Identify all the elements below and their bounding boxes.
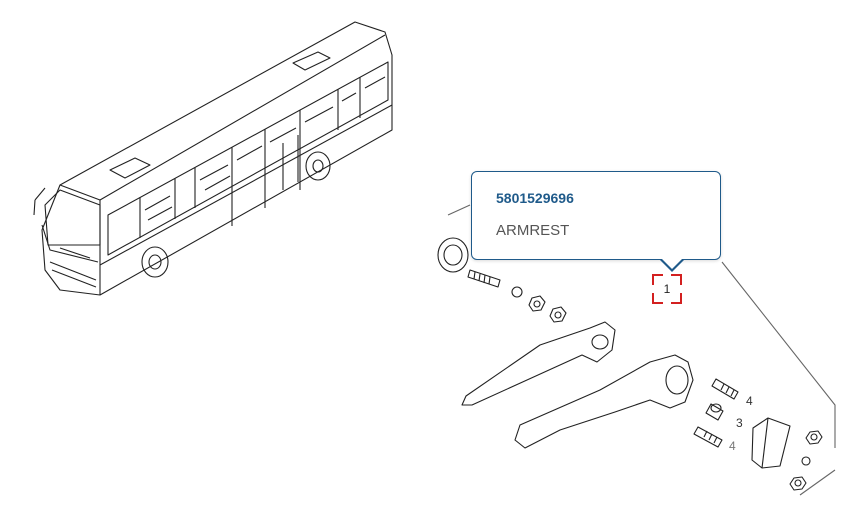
callout-number: 1 bbox=[663, 282, 671, 296]
ref-label-3: 3 bbox=[736, 416, 743, 430]
bus-illustration bbox=[33, 21, 393, 296]
armrest-lower bbox=[514, 354, 694, 449]
round-cap bbox=[437, 237, 469, 273]
bracket bbox=[751, 417, 791, 469]
ref-label-4-bottom: 4 bbox=[729, 439, 736, 453]
part-tooltip: 5801529696 ARMREST bbox=[471, 171, 721, 272]
part-description: ARMREST bbox=[496, 222, 570, 239]
ref-label-4-top: 4 bbox=[746, 394, 753, 408]
washer bbox=[801, 456, 811, 466]
nut bbox=[528, 295, 546, 312]
callout-marker-1[interactable]: 1 bbox=[652, 274, 682, 304]
stud bbox=[693, 426, 723, 448]
nut bbox=[805, 430, 823, 445]
frame-line bbox=[447, 204, 471, 216]
stud bbox=[711, 378, 739, 400]
spacer bbox=[705, 403, 724, 421]
washer bbox=[511, 286, 523, 298]
exploded-view bbox=[437, 204, 836, 496]
nut bbox=[549, 306, 567, 323]
bolt bbox=[467, 269, 501, 288]
nut bbox=[789, 476, 807, 491]
frame-line bbox=[799, 469, 836, 496]
part-number[interactable]: 5801529696 bbox=[496, 190, 574, 206]
armrest-upper bbox=[461, 321, 616, 406]
frame-line bbox=[721, 261, 836, 448]
